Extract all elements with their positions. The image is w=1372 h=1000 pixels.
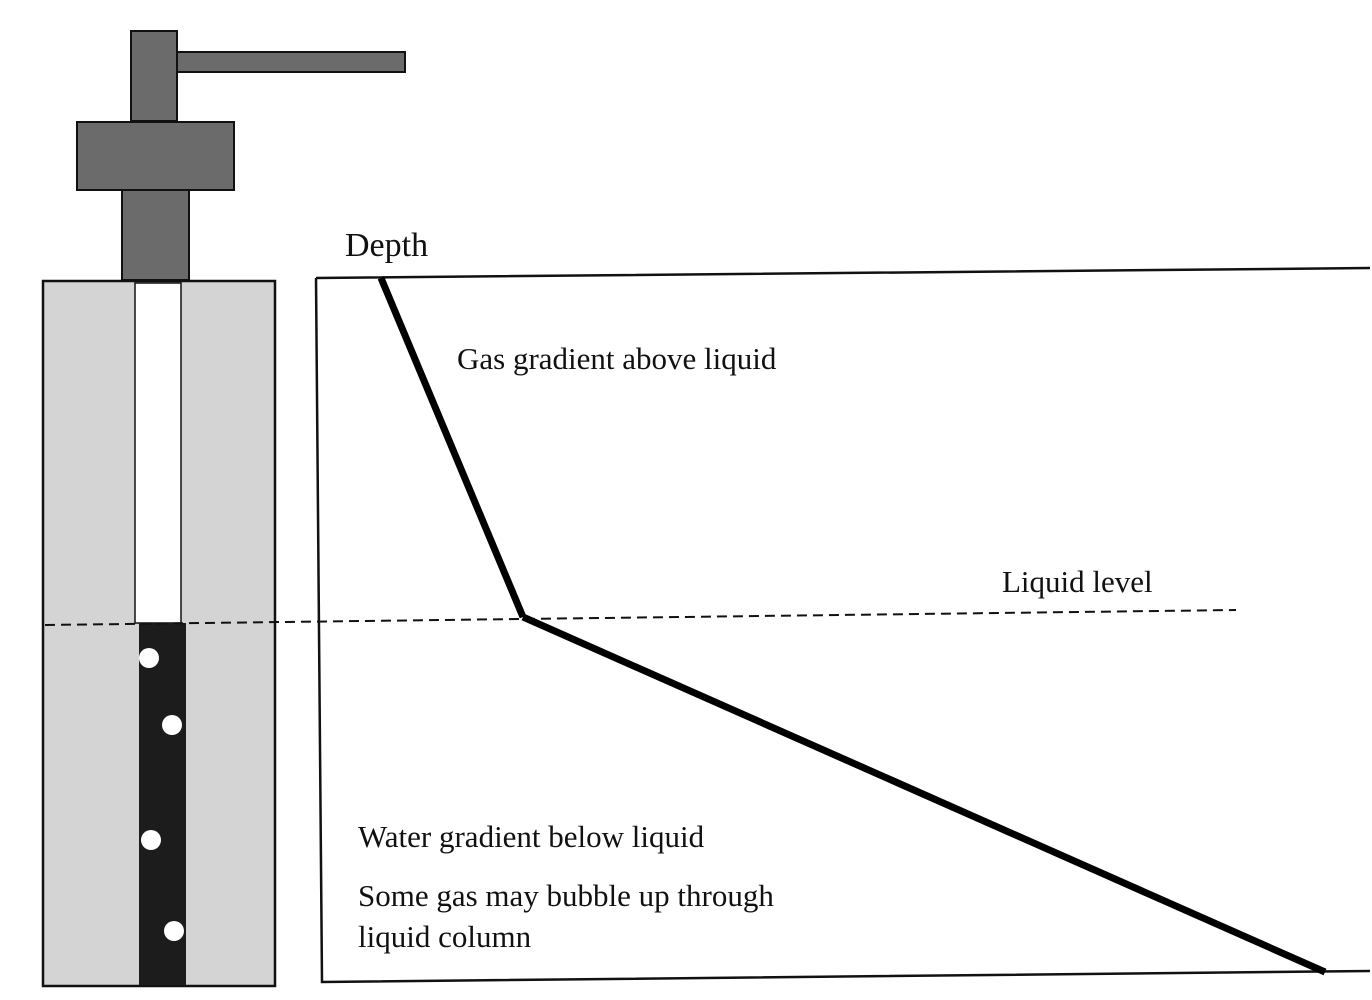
wellhead-handle (176, 51, 406, 73)
gas-bubble (164, 921, 184, 941)
water-gradient-label: Water gradient below liquid (358, 819, 705, 854)
depth-axis-label: Depth (345, 227, 429, 264)
liquid-level-label: Liquid level (1002, 564, 1153, 599)
bubble-note-line-1: Some gas may bubble up through (358, 878, 774, 913)
gas-gradient-label: Gas gradient above liquid (457, 341, 777, 376)
well-casing (41, 279, 277, 988)
gas-bubble (162, 715, 182, 735)
gas-bubble (139, 648, 159, 668)
wellhead-valve-stem (130, 30, 178, 122)
bubble-note-line-2: liquid column (358, 919, 532, 954)
wellhead (76, 30, 406, 281)
liquid-level-line (44, 609, 1237, 626)
wellhead-tubing-head (121, 189, 190, 281)
tubing-gas-column (134, 282, 182, 624)
water-gradient-line (521, 613, 1327, 976)
gas-gradient-line (377, 276, 527, 619)
depth-plot-frame (314, 266, 1371, 984)
wellhead-valve-body (76, 121, 235, 191)
gas-bubble (141, 830, 161, 850)
